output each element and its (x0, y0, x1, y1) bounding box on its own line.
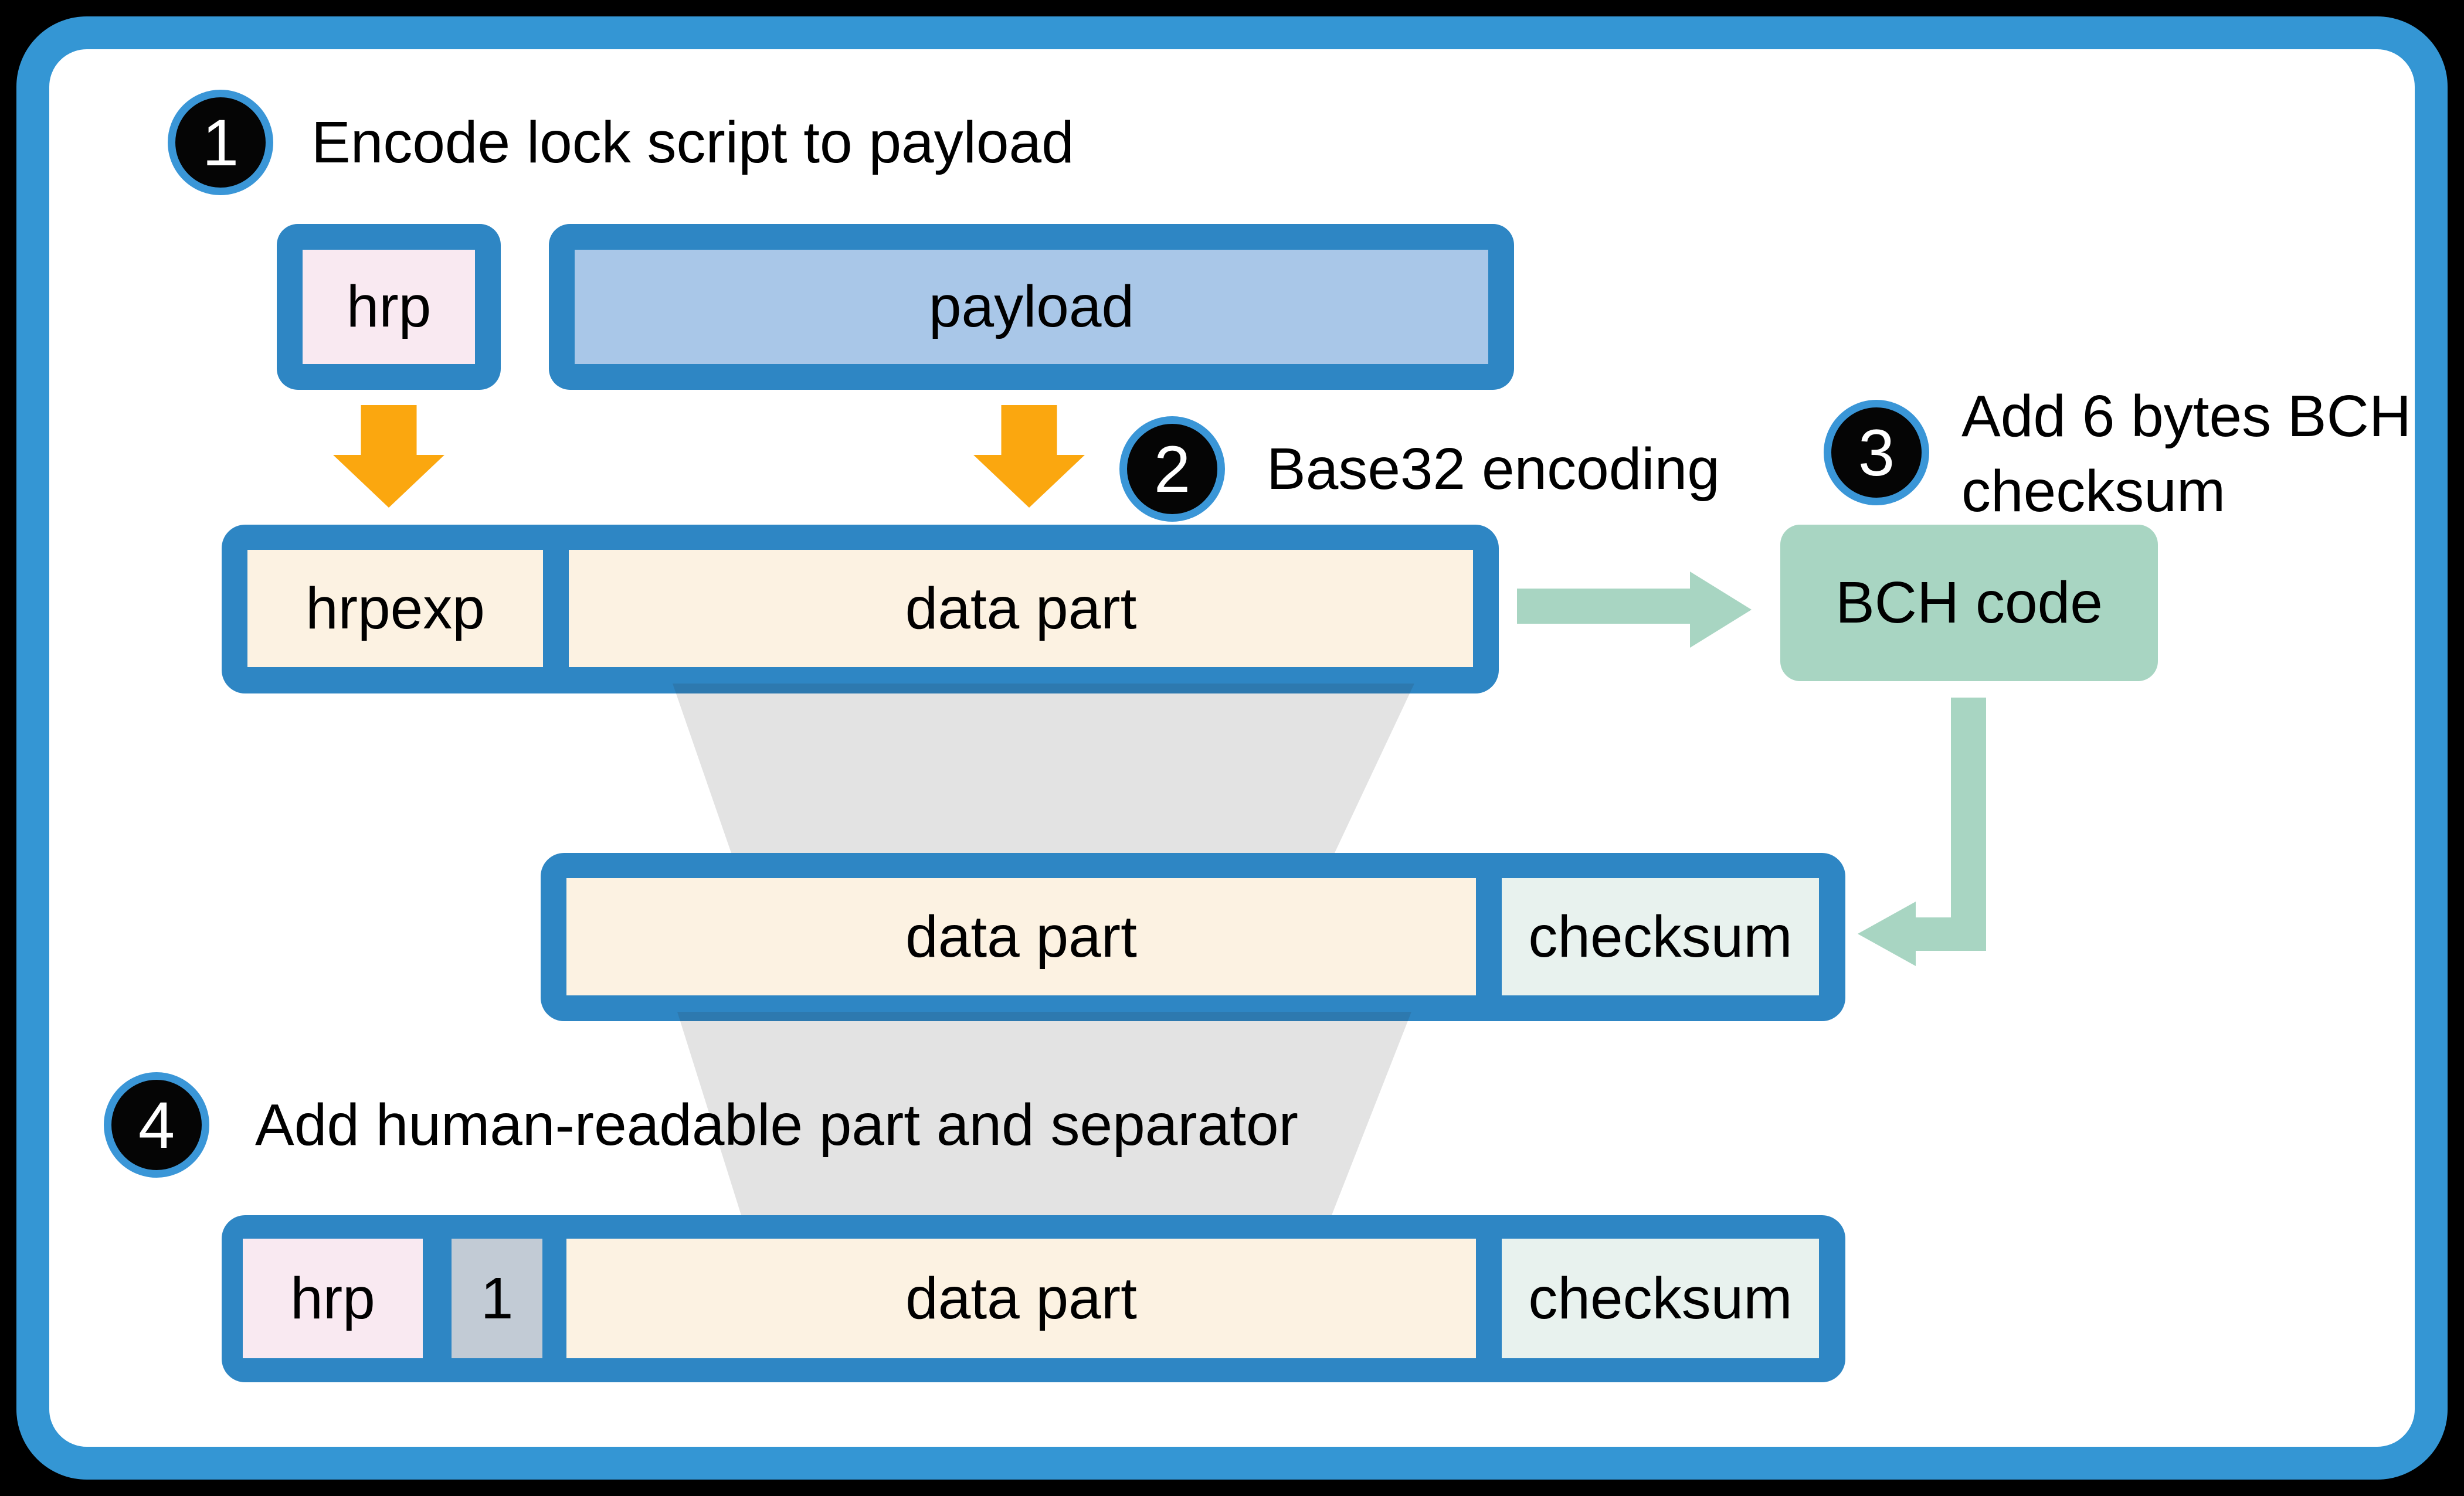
step-4-badge: 4 (104, 1072, 209, 1178)
step-2-number: 2 (1153, 432, 1191, 506)
hrpexp-datapart-row: hrpexp data part (222, 525, 1499, 693)
data-part-cell: data part (566, 878, 1476, 995)
hrpexp-cell: hrpexp (247, 550, 543, 667)
elbow-arrow-icon (1858, 698, 1986, 966)
step-3-badge: 3 (1824, 400, 1929, 505)
hrp-cell: hrp (243, 1239, 423, 1358)
step-4-number: 4 (138, 1088, 175, 1162)
data-part-cell: data part (569, 550, 1473, 667)
step-3-label-line-2: checksum (1961, 458, 2226, 524)
data-part-cell-label: data part (905, 1265, 1137, 1331)
hrp-box: hrp (277, 224, 501, 390)
data-part-cell: data part (566, 1239, 1476, 1358)
funnel-connector (677, 1012, 1411, 1215)
hrp-box-label: hrp (346, 274, 432, 339)
bch-code-box: BCH code (1780, 525, 2158, 681)
step-1-badge: 1 (168, 90, 273, 195)
checksum-cell: checksum (1502, 1239, 1819, 1358)
funnel-connector (673, 684, 1414, 853)
step-2-label: Base32 encoding (1267, 436, 1720, 502)
step-1-label: Encode lock script to payload (311, 109, 1074, 175)
hrpexp-cell-label: hrpexp (306, 575, 485, 641)
down-arrow-icon (333, 405, 444, 508)
step-3-number: 3 (1858, 416, 1895, 489)
payload-box: payload (549, 224, 1514, 390)
right-arrow-icon (1517, 572, 1752, 648)
checksum-cell-label: checksum (1528, 903, 1793, 970)
payload-box-label: payload (928, 274, 1135, 339)
data-part-cell-label: data part (905, 575, 1137, 641)
datapart-checksum-row: data part checksum (541, 853, 1845, 1021)
checksum-cell: checksum (1502, 878, 1819, 995)
separator-cell: 1 (452, 1239, 542, 1358)
bch-code-label: BCH code (1835, 570, 2103, 635)
step-1-number: 1 (202, 106, 239, 179)
checksum-cell-label: checksum (1528, 1265, 1793, 1331)
separator-cell-label: 1 (480, 1265, 514, 1331)
hrp-cell-label: hrp (290, 1265, 375, 1331)
step-4-label: Add human-readable part and separator (255, 1092, 1298, 1158)
step-3-label: Add 6 bytes BCH checksum (1961, 379, 2411, 529)
final-address-row: hrp 1 data part checksum (222, 1215, 1845, 1382)
step-3-label-line-1: Add 6 bytes BCH (1961, 383, 2412, 449)
step-2-badge: 2 (1119, 416, 1225, 522)
down-arrow-icon (973, 405, 1085, 508)
data-part-cell-label: data part (905, 903, 1137, 970)
